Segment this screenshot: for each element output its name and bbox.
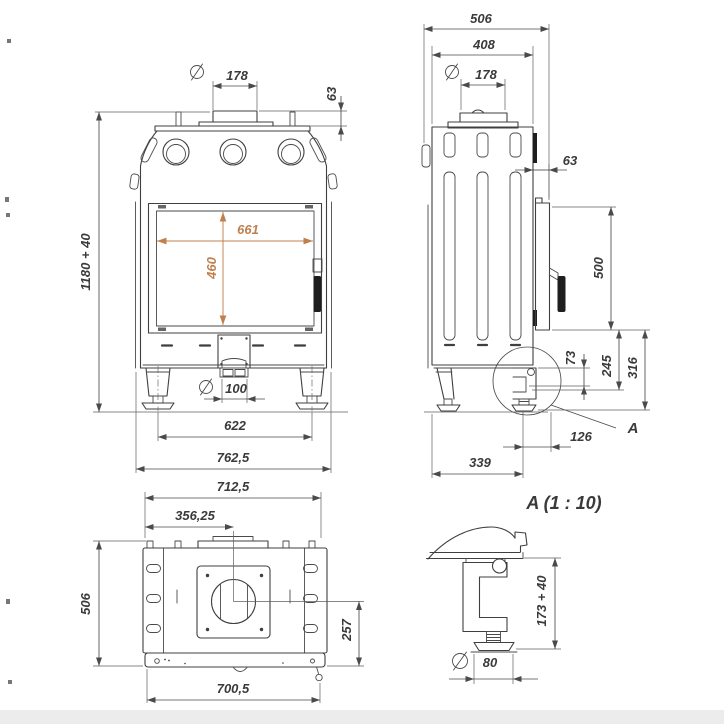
detail-callout: A [492, 346, 639, 437]
dim-door-height: 500 [591, 256, 606, 278]
dim-collar-height: 63 [324, 86, 339, 101]
diameter-icon [190, 63, 204, 81]
dim-base-width: 700,5 [217, 681, 250, 696]
dim-foot-plate-diameter: 80 [483, 655, 498, 670]
diameter-icon [452, 651, 468, 671]
dim-flue-center-left: 356,25 [175, 508, 216, 523]
door-edge [534, 202, 551, 331]
hinge-bar [533, 133, 537, 163]
dim-glass-width: 661 [237, 222, 259, 237]
detail-foot-assembly [425, 526, 528, 653]
dim-base-height-total: 316 [625, 356, 640, 378]
dim-top-overall-width: 712,5 [217, 479, 250, 494]
dim-total-height: 1180 + 40 [78, 233, 93, 291]
dim-base-height-mid: 245 [599, 354, 614, 377]
detail-view: A (1 : 10) 173 + 40 [425, 493, 602, 684]
dim-overall-width: 762,5 [217, 450, 250, 465]
front-legs [93, 366, 348, 413]
top-view: 712,5 356,25 506 257 700,5 [78, 479, 364, 703]
front-body [129, 130, 338, 369]
dim-top-overall-depth: 506 [78, 592, 93, 614]
flue-collar [154, 110, 311, 132]
dim-feet-spacing: 622 [224, 418, 246, 433]
detail-circle [492, 346, 562, 416]
scan-band [0, 710, 724, 724]
dim-foot-height: 173 + 40 [534, 575, 549, 627]
diameter-icon [199, 378, 213, 396]
front-view: 178 63 1180 + 40 661 460 100 [78, 63, 348, 473]
top-dimensions: 712,5 356,25 506 257 700,5 [78, 479, 364, 703]
side-handle [557, 276, 566, 312]
detail-title: A (1 : 10) [525, 493, 601, 513]
diameter-icon [445, 63, 459, 81]
dim-overall-depth: 506 [470, 11, 492, 26]
dim-side-flue-diameter: 178 [475, 67, 497, 82]
side-view: A 506 408 178 63 500 [421, 11, 650, 478]
dim-door-frame-depth: 63 [563, 153, 578, 168]
dim-flue-diameter: 178 [226, 68, 248, 83]
dim-glass-height: 460 [204, 256, 219, 279]
dim-bracket-step: 73 [563, 350, 578, 365]
scan-specks [5, 39, 12, 684]
side-body [421, 109, 566, 369]
side-dimensions: 506 408 178 63 500 [423, 11, 650, 478]
dim-flue-center-rear: 257 [339, 618, 354, 641]
side-legs [424, 367, 548, 413]
front-dimensions: 178 63 1180 + 40 661 460 100 [78, 63, 347, 473]
hot-air-outlets [162, 138, 305, 166]
lower-panel [160, 334, 307, 378]
top-body [142, 531, 364, 682]
dim-foot-to-front: 126 [570, 429, 592, 444]
detail-marker-label: A [627, 420, 639, 437]
glass-door [147, 202, 323, 334]
detail-dimensions: 173 + 40 80 [449, 557, 561, 684]
rear-bar [144, 652, 326, 668]
door-handle [313, 276, 321, 312]
dim-inlet-diameter: 100 [225, 381, 247, 396]
dim-foot-to-rear: 339 [469, 455, 491, 470]
dim-body-depth: 408 [472, 37, 495, 52]
air-inlet-box [217, 334, 251, 369]
